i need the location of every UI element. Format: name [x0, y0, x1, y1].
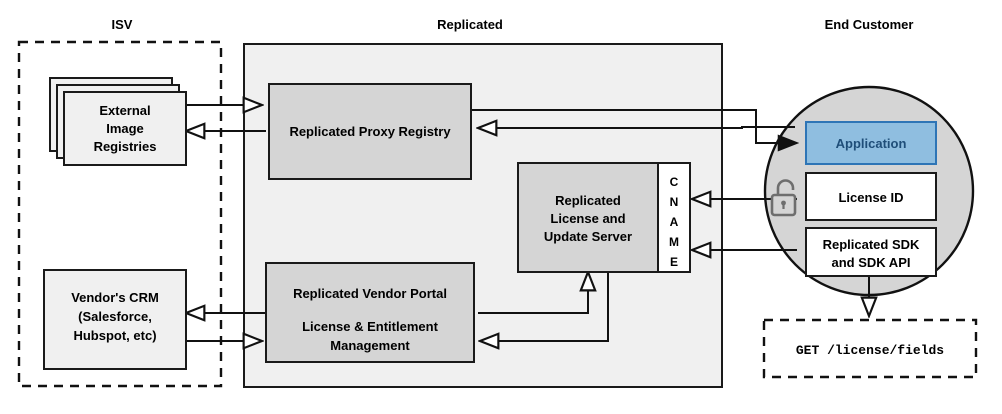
vendors-crm-box: [43, 269, 187, 370]
replicated-proxy-registry-box: [268, 83, 472, 180]
vendor-portal-label-2: License & Entitlement: [302, 319, 438, 334]
cname-letter-c: C: [670, 175, 679, 189]
vendors-crm-label-1: Vendor's CRM: [71, 290, 159, 305]
cname-strip-box: [657, 162, 691, 273]
application-label: Application: [836, 136, 907, 151]
license-server-label-3: Update Server: [544, 229, 632, 244]
license-server-label-2: License and: [550, 211, 625, 226]
connection-portal-to-licenseserver: [478, 272, 588, 314]
vendor-portal-label-1: Replicated Vendor Portal: [293, 286, 447, 301]
connection-application-to-proxy: [478, 127, 795, 128]
external-image-registries-label-1: External: [99, 103, 150, 118]
vendors-crm-node[interactable]: Vendor's CRM (Salesforce, Hubspot, etc): [43, 269, 187, 370]
application-node[interactable]: Application: [805, 121, 937, 165]
replicated-proxy-registry-node[interactable]: Replicated Proxy Registry: [268, 83, 472, 180]
external-image-registries-label-2: Image: [106, 121, 144, 136]
replicated-sdk-box: [805, 227, 937, 277]
vendors-crm-label-2: (Salesforce,: [78, 309, 152, 324]
cname-letter-a: A: [670, 215, 679, 229]
isv-zone-boundary: [17, 40, 223, 388]
replicated-license-update-server-node[interactable]: Replicated License and Update Server: [517, 162, 659, 273]
external-image-registries-node[interactable]: External Image Registries: [49, 77, 187, 166]
license-request-label: GET /license/fields: [796, 343, 944, 358]
external-image-registries-front: [63, 91, 187, 166]
license-id-node[interactable]: License ID: [805, 172, 937, 221]
replicated-proxy-registry-label: Replicated Proxy Registry: [289, 124, 451, 139]
replicated-sdk-label-1: Replicated SDK: [823, 237, 920, 252]
cname-letter-m: M: [669, 235, 679, 249]
license-id-box: [805, 172, 937, 221]
vendor-portal-label-3: Management: [330, 338, 410, 353]
vendors-crm-label-3: Hubspot, etc): [73, 328, 156, 343]
replicated-sdk-node[interactable]: Replicated SDK and SDK API: [805, 227, 937, 277]
license-id-label: License ID: [838, 190, 903, 205]
replicated-vendor-portal-box: [265, 262, 475, 363]
license-request-node[interactable]: GET /license/fields: [762, 318, 978, 379]
zone-title-replicated: Replicated: [437, 17, 503, 32]
replicated-vendor-portal-node[interactable]: Replicated Vendor Portal License & Entit…: [265, 262, 475, 363]
replicated-sdk-label-2: and SDK API: [832, 255, 911, 270]
unlocked-padlock-icon: [770, 179, 797, 217]
application-box: [805, 121, 937, 165]
external-image-registries-label-3: Registries: [94, 139, 157, 154]
license-server-label-1: Replicated: [555, 193, 621, 208]
zone-title-isv: ISV: [112, 17, 133, 32]
license-request-box: [762, 318, 978, 379]
cname-strip-node[interactable]: C N A M E: [657, 162, 691, 273]
connection-licenseserver-to-portal: [480, 268, 609, 341]
cname-letter-n: N: [670, 195, 679, 209]
zone-title-end-customer: End Customer: [825, 17, 914, 32]
cname-letter-e: E: [670, 255, 678, 269]
